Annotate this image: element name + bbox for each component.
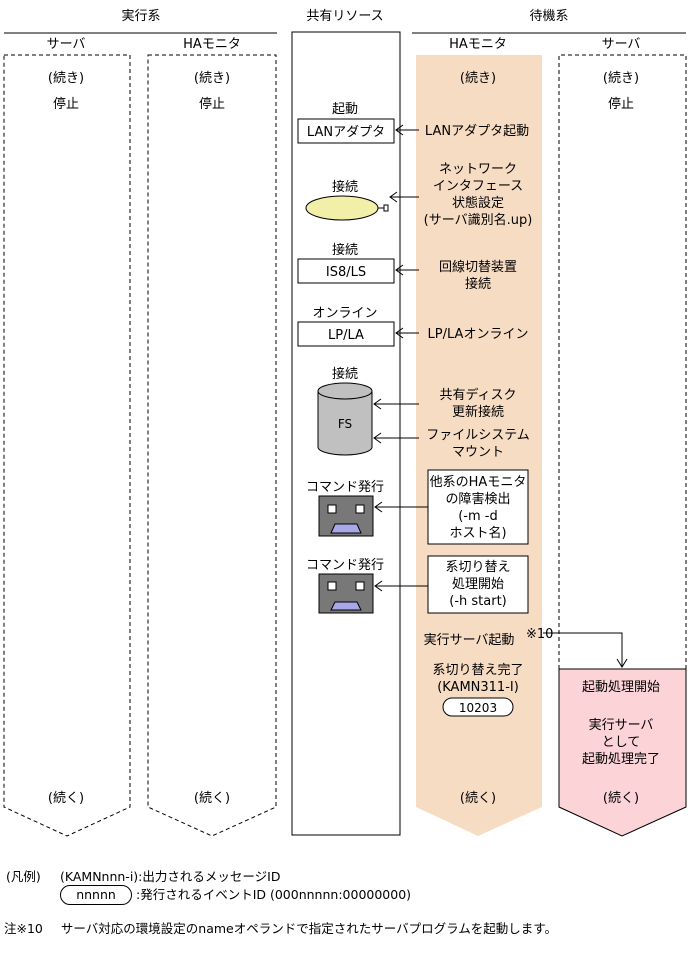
lane-standby-ha bbox=[416, 55, 542, 836]
network-interface-shape bbox=[305, 195, 379, 221]
isls-state-label: 接続 bbox=[332, 242, 358, 258]
step-disk-2: 更新接続 bbox=[452, 404, 504, 420]
isls-box-label: IS8/LS bbox=[326, 265, 366, 280]
standby-ha-continued: (続き) bbox=[460, 71, 496, 86]
step-isls-2: 接続 bbox=[465, 276, 491, 292]
step-sw-3: (-h start) bbox=[449, 594, 506, 609]
step-lpla: LP/LAオンライン bbox=[428, 327, 529, 342]
disk-label: FS bbox=[338, 417, 352, 431]
col-active-server: サーバ bbox=[47, 37, 86, 52]
event-id-pill bbox=[442, 697, 514, 717]
col-active-ha: HAモニタ bbox=[183, 37, 241, 52]
nif-state-label: 接続 bbox=[332, 179, 358, 195]
server-start: 起動処理開始 bbox=[582, 680, 660, 695]
step-mount-2: マウント bbox=[452, 445, 504, 460]
group-active-title: 実行系 bbox=[121, 8, 160, 24]
arrow-disk-head bbox=[373, 398, 382, 410]
legend-event-pill: nnnnn bbox=[60, 885, 132, 905]
group-standby-title: 待機系 bbox=[529, 9, 568, 24]
arrow-exec-start bbox=[543, 632, 623, 666]
standby-server-start-block bbox=[558, 668, 687, 837]
footnote-text: サーバ対応の環境設定のnameオペランドで指定されたサーバプログラムを起動します… bbox=[60, 921, 557, 936]
col-standby-server: サーバ bbox=[602, 37, 641, 52]
step-done-2: (KAMN311-I) bbox=[437, 680, 519, 695]
active-server-stop: 停止 bbox=[53, 96, 79, 112]
footnote: 注※10 サーバ対応の環境設定のnameオペランドで指定されたサーバプログラムを起… bbox=[4, 918, 557, 937]
lan-adapter-label: LANアダプタ bbox=[307, 125, 385, 140]
arrow-fail-head bbox=[374, 501, 383, 513]
arrow-isls-head bbox=[395, 264, 404, 276]
step-nif-2: インタフェース bbox=[433, 179, 523, 194]
standby-server-continued: (続き) bbox=[603, 71, 639, 86]
event-id: 10203 bbox=[459, 701, 497, 715]
arrow-lan-head bbox=[395, 124, 404, 136]
step-fail-4: ホスト名) bbox=[449, 525, 506, 541]
standby-server-stop: 停止 bbox=[608, 96, 634, 112]
arrow-sw-head bbox=[374, 580, 383, 592]
step-exec-start: 実行サーバ起動 bbox=[424, 632, 515, 648]
legend-event-desc: :発行されるイベントID (000nnnnn:00000000) bbox=[135, 887, 412, 902]
active-ha-continued: (続き) bbox=[194, 71, 230, 86]
active-ha-stop: 停止 bbox=[199, 96, 225, 112]
arrow-lpla-head bbox=[395, 327, 404, 339]
lpla-box bbox=[297, 321, 395, 347]
arrow-exec-start-head bbox=[616, 658, 628, 668]
col-standby-ha: HAモニタ bbox=[449, 37, 507, 52]
lane-standby-server bbox=[558, 54, 687, 669]
active-server-continued: (続き) bbox=[48, 71, 84, 86]
lane-active-ha bbox=[147, 54, 277, 837]
arrow-mount-head bbox=[373, 432, 382, 444]
step-lan-start: LANアダプタ起動 bbox=[425, 124, 529, 139]
step-nif-4: (サーバ識別名.up) bbox=[424, 212, 533, 228]
standby-server-continues: (続く) bbox=[603, 791, 639, 806]
switchover-box bbox=[427, 555, 529, 614]
legend-message-desc: :出力されるメッセージID bbox=[138, 869, 281, 884]
lane-active-server bbox=[3, 54, 131, 837]
server-text-3: 起動処理完了 bbox=[582, 752, 660, 767]
legend-event-row: nnnnn :発行されるイベントID (000nnnnn:00000000) bbox=[60, 884, 411, 905]
legend-title: (凡例) bbox=[6, 869, 41, 884]
shared-disk-icon bbox=[317, 382, 373, 456]
step-mount-1: ファイルシステム bbox=[426, 428, 530, 443]
step-exec-note: ※10 bbox=[526, 627, 553, 642]
step-done-1: 系切り替え完了 bbox=[432, 663, 523, 678]
standby-ha-continues: (続く) bbox=[460, 791, 496, 806]
isls-box bbox=[297, 258, 395, 284]
legend-message-id: (KAMNnnn-i):出力されるメッセージID bbox=[60, 866, 280, 885]
nif-connector-tip bbox=[383, 204, 389, 212]
lpla-box-label: LP/LA bbox=[328, 328, 364, 343]
legend-message-id-sample: (KAMNnnn-i) bbox=[60, 869, 139, 884]
lpla-state-label: オンライン bbox=[312, 306, 377, 321]
step-fail-2: の障害検出 bbox=[445, 491, 510, 507]
server-text-2: として bbox=[602, 735, 641, 750]
active-ha-continues: (続く) bbox=[194, 791, 230, 806]
step-fail-3: (-m -d bbox=[458, 509, 498, 524]
footnote-mark: 注※10 bbox=[4, 921, 43, 936]
step-disk-1: 共有ディスク bbox=[439, 387, 516, 403]
lane-shared-resources bbox=[291, 31, 401, 836]
disk-state-label: 接続 bbox=[332, 366, 358, 382]
command-icon-2 bbox=[318, 573, 374, 614]
step-sw-2: 処理開始 bbox=[452, 577, 504, 592]
lan-adapter-box bbox=[297, 118, 395, 144]
step-fail-1: 他系のHAモニタ bbox=[430, 475, 527, 490]
lan-state-label: 起動 bbox=[332, 102, 358, 117]
arrow-nif-head bbox=[389, 191, 398, 203]
group-shared-title: 共有リソース bbox=[306, 9, 383, 24]
active-server-continues: (続く) bbox=[48, 791, 84, 806]
step-nif-1: ネットワーク bbox=[439, 162, 517, 177]
step-isls-1: 回線切替装置 bbox=[439, 259, 517, 275]
cmd1-label: コマンド発行 bbox=[306, 480, 384, 495]
step-sw-1: 系切り替え bbox=[445, 560, 510, 575]
command-icon-1 bbox=[318, 495, 374, 537]
server-text-1: 実行サーバ bbox=[589, 717, 654, 733]
step-nif-3: 状態設定 bbox=[452, 195, 504, 211]
cmd2-label: コマンド発行 bbox=[306, 558, 384, 573]
